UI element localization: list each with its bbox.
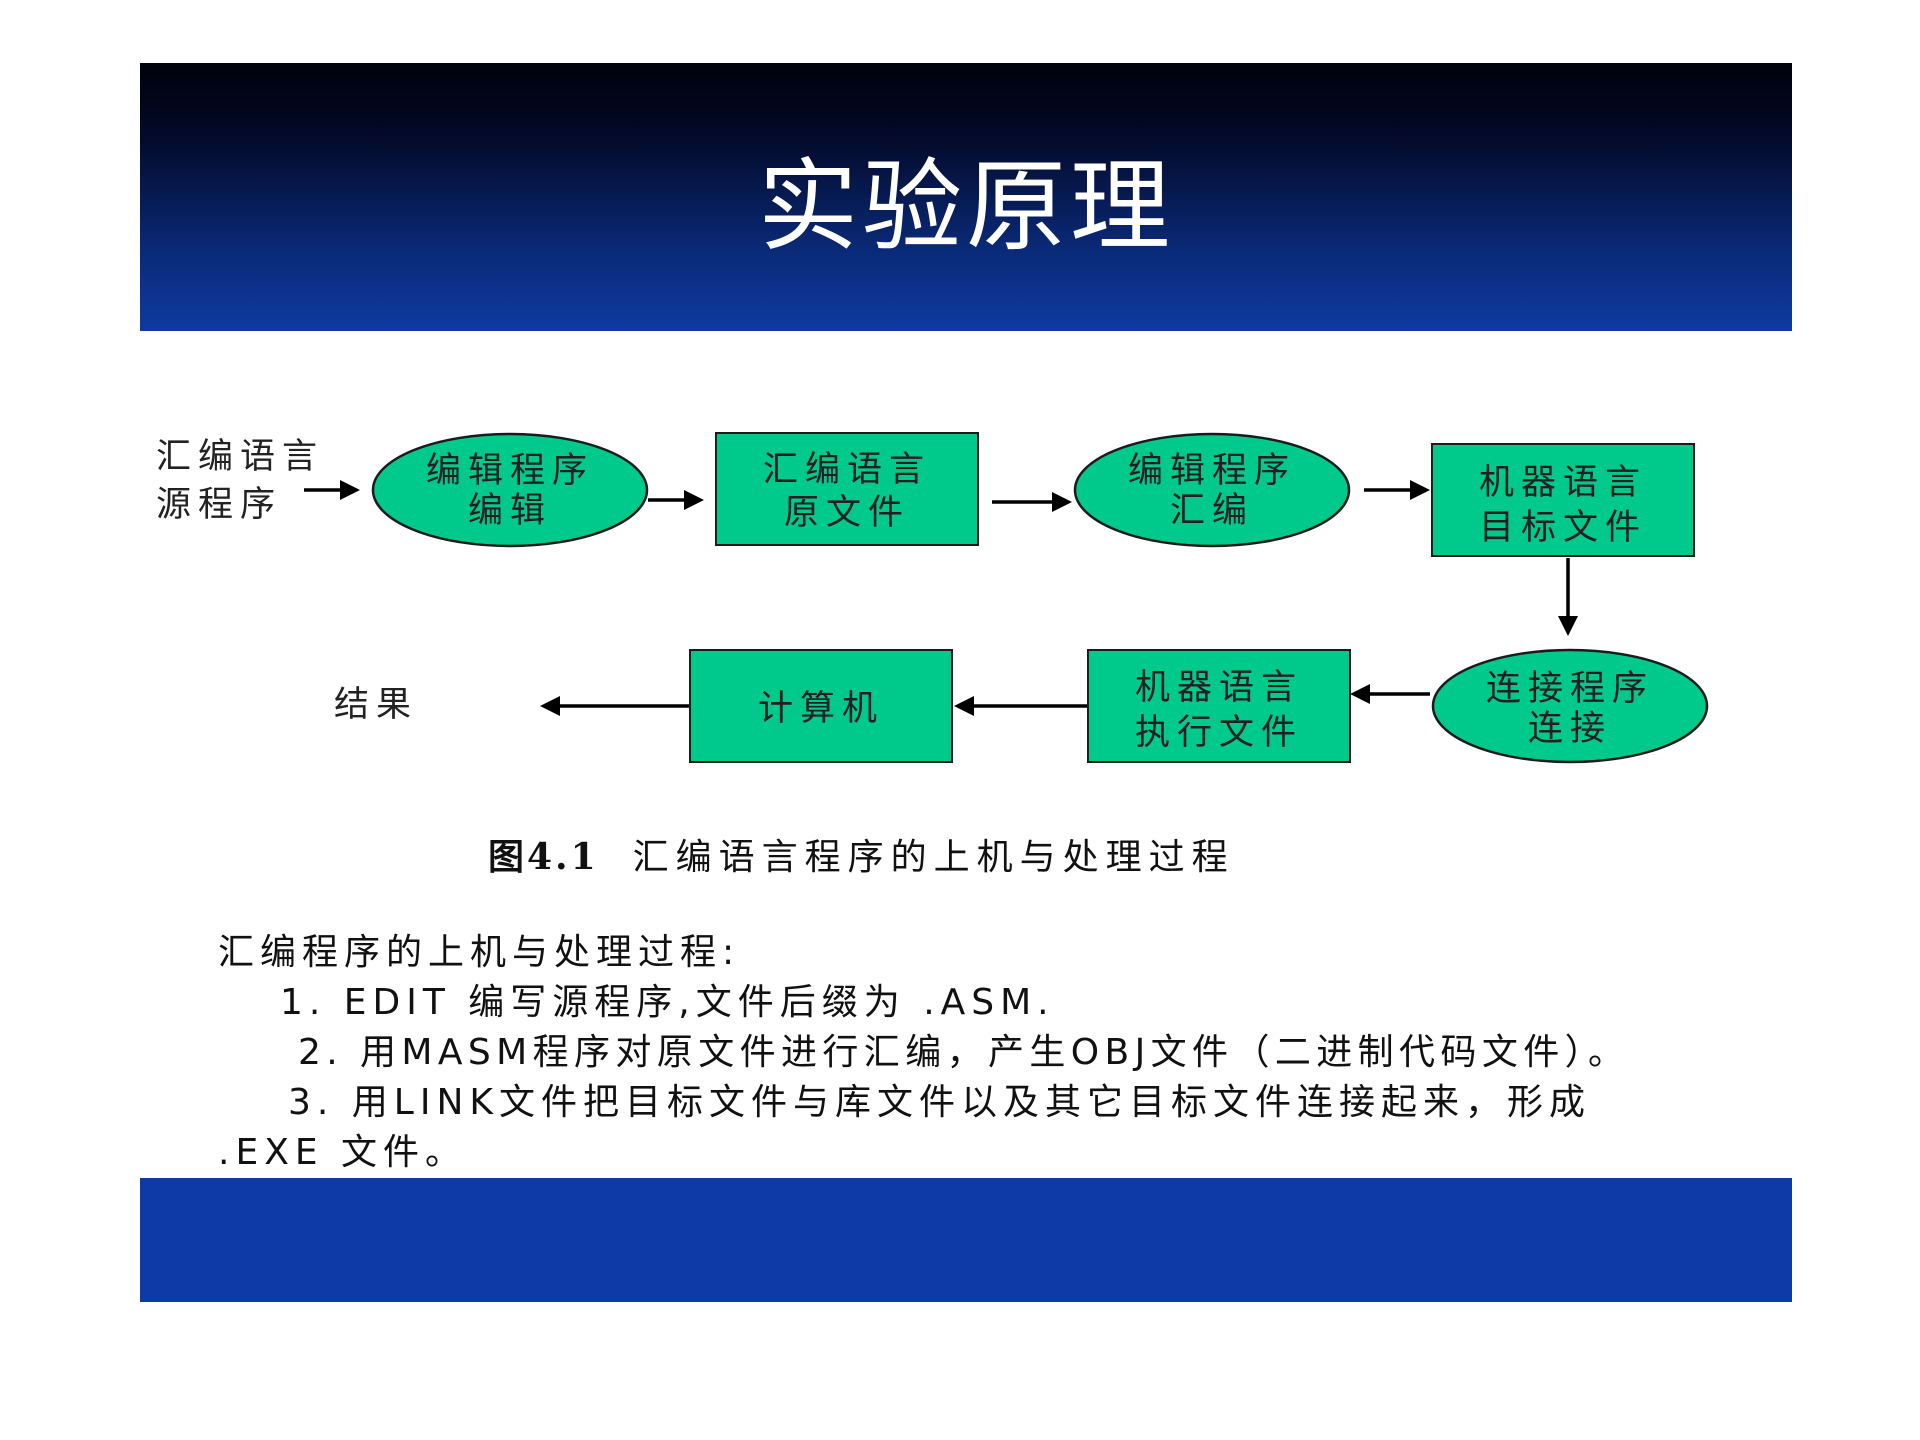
node-edit-program-line-2: 编辑: [468, 491, 552, 531]
node-linker: 连接程序 连接: [1431, 648, 1709, 764]
start-label-line-2: 源程序: [156, 485, 282, 525]
arrow-linker-to-executable: [1350, 684, 1430, 704]
notes-step-3-continued: .EXE 文件。: [218, 1132, 468, 1173]
arrow-executable-to-computer: [954, 696, 1088, 716]
node-assembler-line-1: 编辑程序: [1128, 451, 1296, 491]
end-label: 结果: [334, 685, 418, 725]
node-linker-line-1: 连接程序: [1486, 669, 1654, 709]
arrow-start-to-edit: [304, 480, 360, 500]
notes-step-3: 3. 用LINK文件把目标文件与库文件以及其它目标文件连接起来，形成: [288, 1082, 1592, 1123]
node-executable-file-line-1: 机器语言: [1135, 668, 1303, 708]
process-notes: 汇编程序的上机与处理过程: 1. EDIT 编写源程序,文件后缀为 .ASM. …: [218, 928, 1778, 1178]
start-label-line-1: 汇编语言: [156, 437, 324, 477]
node-asm-source-file-line-1: 汇编语言: [763, 450, 931, 490]
node-asm-source-file-line-2: 原文件: [784, 493, 910, 533]
flowchart: 汇编语言 源程序: [156, 432, 1709, 764]
node-assembler: 编辑程序 汇编: [1073, 432, 1351, 548]
node-object-file: 机器语言 目标文件: [1431, 443, 1695, 557]
start-label: 汇编语言 源程序: [156, 437, 324, 525]
node-object-file-line-1: 机器语言: [1479, 463, 1647, 503]
node-edit-program: 编辑程序 编辑: [371, 432, 649, 548]
title-banner: 实验原理: [140, 63, 1792, 331]
arrow-edit-to-source: [648, 490, 704, 510]
arrows: [304, 480, 1578, 716]
node-computer-line-1: 计算机: [758, 689, 884, 729]
arrow-computer-to-result: [540, 696, 690, 716]
footer-banner: [140, 1178, 1792, 1302]
notes-heading: 汇编程序的上机与处理过程:: [218, 932, 741, 973]
arrow-assembler-to-object: [1364, 480, 1430, 500]
notes-step-1: 1. EDIT 编写源程序,文件后缀为 .ASM.: [280, 982, 1055, 1023]
node-computer: 计算机: [689, 649, 953, 763]
arrow-object-to-linker: [1558, 558, 1578, 636]
node-assembler-line-2: 汇编: [1170, 491, 1254, 531]
figure-caption-text: 汇编语言程序的上机与处理过程: [632, 837, 1235, 878]
notes-step-2: 2. 用MASM程序对原文件进行汇编，产生OBJ文件（二进制代码文件）。: [298, 1032, 1630, 1073]
node-asm-source-file: 汇编语言 原文件: [715, 432, 979, 546]
node-object-file-line-2: 目标文件: [1479, 508, 1647, 548]
figure-caption: 图4.1 汇编语言程序的上机与处理过程: [488, 828, 1235, 880]
slide-title: 实验原理: [758, 147, 1174, 265]
node-executable-file-line-2: 执行文件: [1135, 713, 1303, 753]
arrow-source-to-assembler: [992, 492, 1072, 512]
node-executable-file: 机器语言 执行文件: [1087, 649, 1351, 763]
figure-number: 图4.1: [488, 836, 599, 878]
node-edit-program-line-1: 编辑程序: [426, 451, 594, 491]
node-linker-line-2: 连接: [1528, 709, 1612, 749]
